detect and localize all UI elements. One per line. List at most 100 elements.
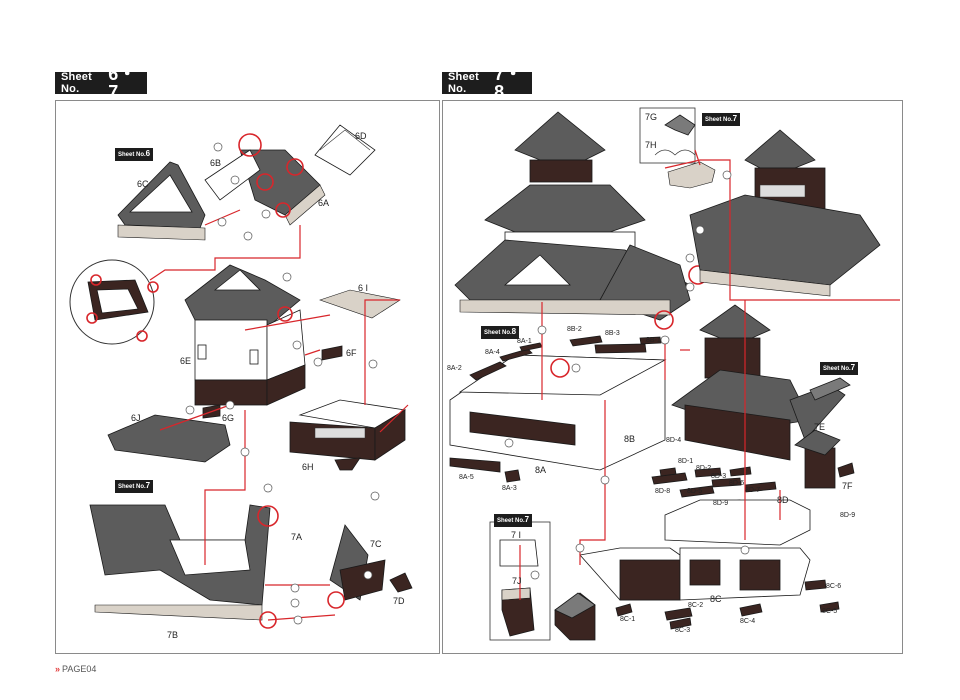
- sheet-6-tag: Sheet No.6: [115, 148, 154, 161]
- part-label: 6E: [180, 356, 192, 366]
- part-label: 8D-5: [687, 488, 703, 495]
- part-label: 8D-9: [840, 512, 856, 519]
- part-label: 8A-5: [459, 474, 474, 481]
- part-8c-illustration: [579, 547, 811, 601]
- part-label: 8C-3: [675, 627, 691, 634]
- part-8b-2-illustration: [569, 335, 603, 347]
- part-label: 6D: [355, 131, 367, 141]
- part-label: 8D-2: [696, 465, 712, 472]
- detail-7g-7h-box: [639, 107, 696, 164]
- part-label: 7A: [291, 532, 303, 542]
- part-7g-illustration: [664, 114, 696, 136]
- tag-number: 7: [524, 515, 530, 524]
- part-label: 7F: [842, 481, 853, 491]
- page-number: PAGE04: [62, 664, 97, 674]
- secondary-tower-illustration: [689, 129, 881, 297]
- part-7h-illustration: [654, 149, 696, 156]
- part-label: 6F: [346, 348, 357, 358]
- part-label: 7J: [512, 576, 522, 586]
- part-7c-illustration: [327, 524, 386, 609]
- part-6h-illustration: [289, 399, 407, 471]
- part-6a-illustration: [204, 133, 326, 226]
- part-label: 8D-6: [729, 480, 745, 487]
- sheet-header-number: 6・7: [108, 64, 137, 102]
- part-label: 7 I: [511, 530, 522, 540]
- tag-number: 7: [850, 363, 856, 372]
- tag-label: Sheet No.: [118, 152, 146, 158]
- part-label: 8C-5: [822, 608, 838, 615]
- part-label: 8C-2: [688, 602, 704, 609]
- tag-label: Sheet No.: [823, 366, 851, 372]
- part-label: 8C: [710, 594, 722, 604]
- part-label: 6G: [222, 413, 235, 423]
- part-label: 8D-7: [745, 487, 761, 494]
- part-7d-illustration: [389, 572, 413, 593]
- part-label: 8C-6: [826, 583, 842, 590]
- part-label: 6J: [131, 413, 141, 423]
- page-footer: »PAGE04: [55, 664, 96, 674]
- part-label: 8D-3: [711, 473, 727, 480]
- part-label: 6A: [318, 198, 330, 208]
- part-8a-2-illustration: [469, 361, 507, 381]
- part-8b-3-illustration: [594, 343, 647, 354]
- tag-number: 6: [145, 149, 151, 158]
- step-markers: [185, 142, 380, 625]
- page-arrow-icon: »: [55, 664, 61, 674]
- tag-label: Sheet No.: [484, 330, 512, 336]
- sheet-header-label: Sheet No.: [448, 71, 479, 95]
- part-6i-illustration: [319, 289, 401, 319]
- part-label: 8A-2: [447, 365, 462, 372]
- part-6f-illustration: [321, 345, 343, 361]
- part-label: 8C-1: [620, 616, 636, 623]
- sheet-6-7-header: Sheet No. 6・7: [55, 65, 147, 101]
- sheet-7-tag: Sheet No.7: [494, 514, 533, 527]
- part-label: 8B-3: [605, 330, 620, 337]
- sheet-header-label: Sheet No.: [61, 71, 92, 95]
- tag-label: Sheet No.: [497, 518, 525, 524]
- part-7i-illustration: [499, 539, 539, 567]
- sheet-header-number: 7・8: [494, 64, 523, 102]
- part-6c-illustration: [117, 161, 206, 241]
- part-7a-illustration: [89, 504, 279, 629]
- detail-zoom-illustration: [69, 259, 159, 345]
- part-label: 7B: [167, 630, 179, 640]
- part-label: 8B-1: [646, 337, 661, 344]
- part-label: 8A-1: [517, 338, 532, 345]
- sheet-7-tag: Sheet No.7: [702, 113, 741, 126]
- tag-label: Sheet No.: [118, 484, 146, 490]
- part-label: 8B-2: [567, 326, 582, 333]
- part-7f-illustration: [837, 462, 855, 478]
- part-8d-illustration: [671, 304, 846, 489]
- part-6j-illustration: [107, 414, 231, 463]
- part-8a-3-illustration: [504, 469, 521, 483]
- part-label: 7C: [370, 539, 382, 549]
- part-label: 8B: [624, 434, 636, 444]
- part-8b-1-illustration: [639, 336, 662, 345]
- part-8c-strips: [615, 579, 840, 630]
- part-label: 8D-8: [655, 488, 671, 495]
- part-label: 8A-3: [502, 485, 517, 492]
- part-label: 6 I: [358, 283, 369, 293]
- sheet-7-8-header: Sheet No. 7・8: [442, 65, 532, 101]
- sheet-7-tag: Sheet No.7: [820, 362, 859, 375]
- part-label: 7D: [393, 596, 405, 606]
- part-6d-illustration: [314, 124, 376, 176]
- part-label: 7E: [814, 422, 826, 432]
- part-label: 8C-4: [740, 618, 756, 625]
- tag-label: Sheet No.: [705, 117, 733, 123]
- part-label: 8D-9: [713, 500, 729, 507]
- part-label: 8D-1: [678, 458, 694, 465]
- part-7gh-assembled: [667, 161, 716, 189]
- part-8d-strips: [651, 466, 777, 513]
- part-label: 6B: [210, 158, 222, 168]
- part-label: 6H: [302, 462, 314, 472]
- part-label: 8D-4: [666, 437, 682, 444]
- part-label: 8D: [777, 495, 789, 505]
- part-label: 7H: [645, 140, 657, 150]
- part-8a-4-illustration: [499, 348, 533, 362]
- assembly-guide-lines-right: [519, 149, 900, 600]
- part-label: 8A: [535, 465, 547, 475]
- part-7e-illustration: [809, 377, 851, 401]
- step-markers-right: [504, 170, 750, 580]
